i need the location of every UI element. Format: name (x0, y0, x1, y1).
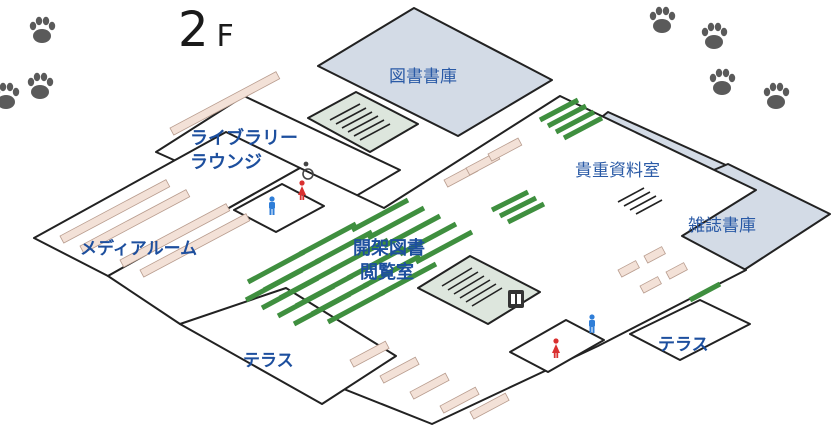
paw-print-icon (27, 72, 54, 99)
wheelchair-icon (302, 161, 314, 180)
paw-print-icon (763, 82, 790, 109)
floor-title: 2 F (178, 6, 234, 54)
media-room-label: メディアルーム (80, 239, 198, 259)
right-terrace-area (629, 299, 751, 361)
library-stacks-label: 図書書庫 (389, 67, 457, 87)
paw-print-icon (649, 6, 676, 34)
open-stacks-label-line1: 開架図書 (353, 238, 425, 259)
floor-unit: F (216, 19, 234, 54)
floor-number: 2 (178, 2, 209, 58)
elevator-icon (508, 290, 524, 308)
rare-books-label: 貴重資料室 (575, 161, 660, 181)
right-terrace-label: テラス (658, 335, 709, 355)
paw-print-icon (0, 82, 20, 109)
left-terrace-label: テラス (243, 351, 294, 371)
open-stacks-label-line2: 閲覧室 (360, 262, 414, 283)
lounge-label-line1: ライブラリー (190, 128, 298, 149)
paw-print-icon (29, 16, 56, 43)
paw-print-icon (709, 68, 736, 95)
magazine-stacks-label: 雑誌書庫 (688, 216, 756, 236)
library-stacks-room (317, 7, 553, 137)
paw-print-icon (701, 22, 728, 49)
lounge-label-line2: ラウンジ (190, 152, 262, 173)
